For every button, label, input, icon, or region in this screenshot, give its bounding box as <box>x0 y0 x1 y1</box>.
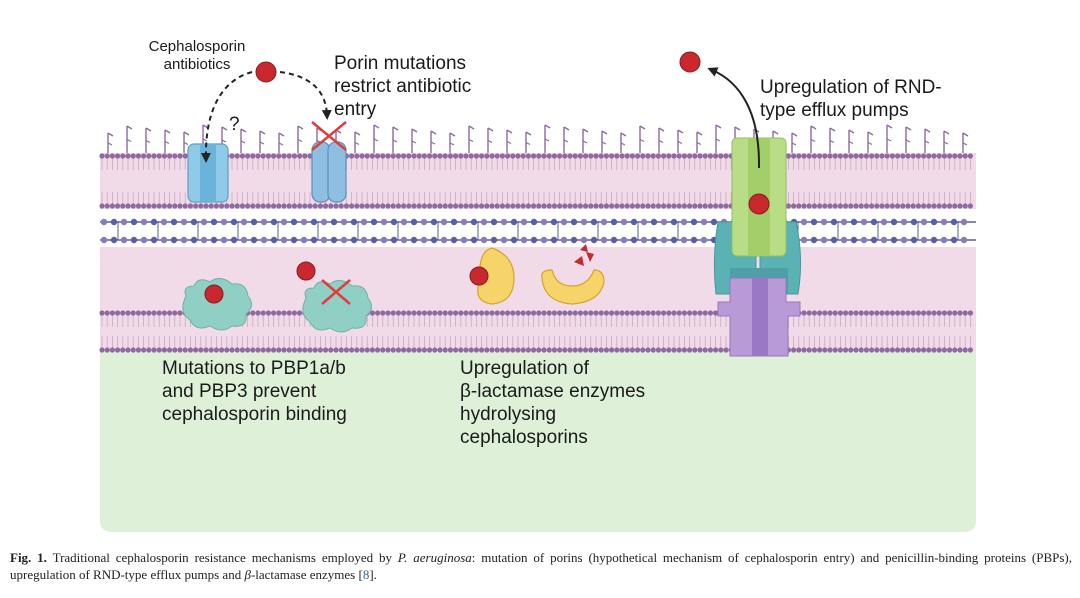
antibiotic-molecule <box>255 61 277 83</box>
beta-lactamase-binding <box>469 247 515 305</box>
porin-open <box>187 143 229 203</box>
lipid-layers <box>99 153 974 353</box>
caption-text: Traditional cephalosporin resistance mec… <box>46 550 398 565</box>
arrow-to-mutated-porin <box>279 71 332 120</box>
pbp-protein-mutated <box>296 261 372 333</box>
caption-text: : mutation of porins (hypothetical mecha… <box>10 550 1072 582</box>
cytoplasm-region <box>100 351 976 532</box>
caption-beta: β <box>244 567 251 582</box>
rnd-efflux-pump <box>679 51 802 357</box>
beta-lactamase-hydrolysing <box>541 244 605 305</box>
caption-organism: P. aeruginosa <box>397 550 472 565</box>
outer-membrane-band <box>100 153 976 209</box>
question-mark-label: ? <box>229 114 240 135</box>
porin-mutated <box>311 141 347 203</box>
arrow-to-open-porin <box>200 71 253 163</box>
resistance-mechanisms-diagram <box>99 51 976 532</box>
caption-reference-link[interactable]: 8 <box>362 567 370 582</box>
caption-text: -lactamase enzymes [ <box>250 567 363 582</box>
efflux-pumps-label: Upregulation of RND-type efflux pumps <box>760 77 942 121</box>
caption-text: ]. <box>369 567 377 582</box>
figure-caption: Fig. 1. Traditional cephalosporin resist… <box>10 549 1072 583</box>
caption-label: Fig. 1. <box>10 550 47 565</box>
blocked-entry-cross <box>311 121 347 151</box>
pbp-protein-bound <box>182 278 252 331</box>
